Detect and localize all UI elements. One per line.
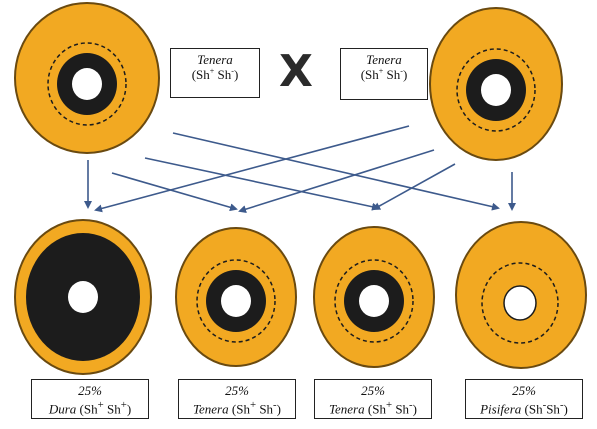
arrow-cross-6 [172, 132, 500, 211]
arrow-cross-2 [111, 172, 238, 212]
offspring-label-tenera-1: 25% Tenera (Sh+ Sh-) [178, 379, 296, 419]
offspring-fruit-dura [14, 219, 152, 375]
offspring-genotype-line: Pisifera (Sh-Sh-) [480, 399, 568, 417]
arrow-cross-1 [94, 125, 410, 213]
offspring-percent: 25% [361, 383, 385, 398]
offspring-percent: 25% [512, 383, 536, 398]
parent-fruit-left [14, 2, 160, 154]
offspring-genotype-line: Tenera (Sh+ Sh-) [192, 399, 281, 417]
offspring-fruit-pisifera [455, 221, 587, 369]
offspring-label-dura: 25% Dura (Sh+ Sh+) [31, 379, 149, 419]
parent-name: Tenera [366, 52, 402, 67]
cross-symbol: X [279, 46, 313, 97]
offspring-label-pisifera: 25% Pisifera (Sh-Sh-) [465, 379, 583, 419]
arrow-cross-3 [238, 149, 435, 214]
offspring-genotype-line: Dura (Sh+ Sh+) [48, 399, 132, 417]
parent-genotype: (Sh+ Sh-) [360, 66, 408, 82]
offspring-fruit-tenera-2 [313, 226, 435, 368]
parent-name: Tenera [197, 52, 233, 67]
offspring-fruit-tenera-1 [175, 227, 297, 367]
parent-label-right: Tenera (Sh+ Sh-) [340, 48, 428, 100]
offspring-label-tenera-2: 25% Tenera (Sh+ Sh-) [314, 379, 432, 419]
arrow-cross-4 [144, 157, 380, 211]
offspring-genotype-line: Tenera (Sh+ Sh-) [328, 399, 417, 417]
parent-label-left: Tenera (Sh+ Sh-) [170, 48, 260, 98]
arrow-cross-5 [372, 163, 456, 210]
parent-genotype: (Sh+ Sh-) [191, 66, 239, 82]
offspring-percent: 25% [225, 383, 249, 398]
parent-fruit-right [429, 7, 563, 161]
offspring-percent: 25% [78, 383, 102, 398]
inheritance-arrows [84, 125, 516, 214]
